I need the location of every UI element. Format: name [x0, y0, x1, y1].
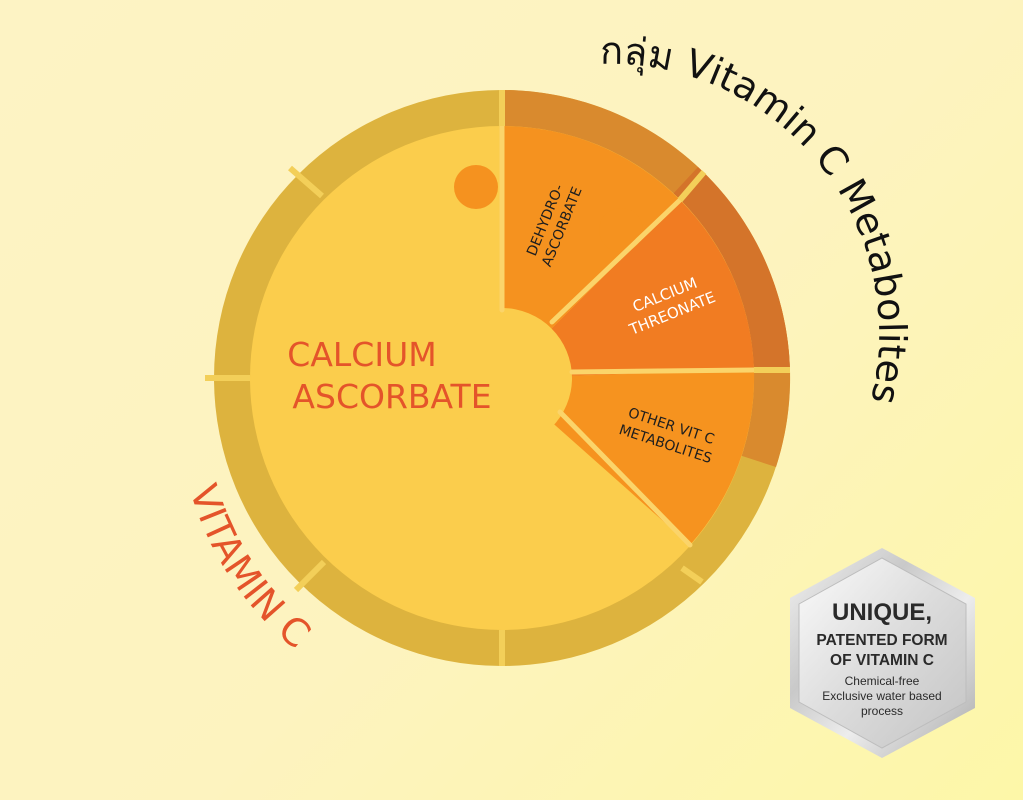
segment-dividers	[499, 123, 757, 548]
badge-line2: PATENTED FORM	[816, 632, 947, 649]
center-label-line1: CALCIUM	[287, 335, 436, 374]
center-label-line2: ASCORBATE	[292, 377, 491, 416]
patent-badge: UNIQUE, PATENTED FORM OF VITAMIN C Chemi…	[790, 548, 975, 758]
badge-line5: Exclusive water based	[822, 689, 941, 703]
badge-line1: UNIQUE,	[832, 599, 932, 626]
badge-line4: Chemical-free	[845, 674, 920, 688]
ring-separators	[205, 90, 790, 666]
puzzle-knob-threonate	[599, 208, 643, 252]
puzzle-knob-dehydro	[454, 165, 498, 209]
badge-line3: OF VITAMIN C	[830, 652, 934, 669]
badge-line6: process	[861, 704, 903, 718]
center-hub	[432, 308, 572, 448]
segment-dehydro-ascorbate	[502, 126, 680, 378]
puzzle-knob-other	[668, 326, 712, 370]
badge-hexagon-inner	[798, 557, 967, 749]
